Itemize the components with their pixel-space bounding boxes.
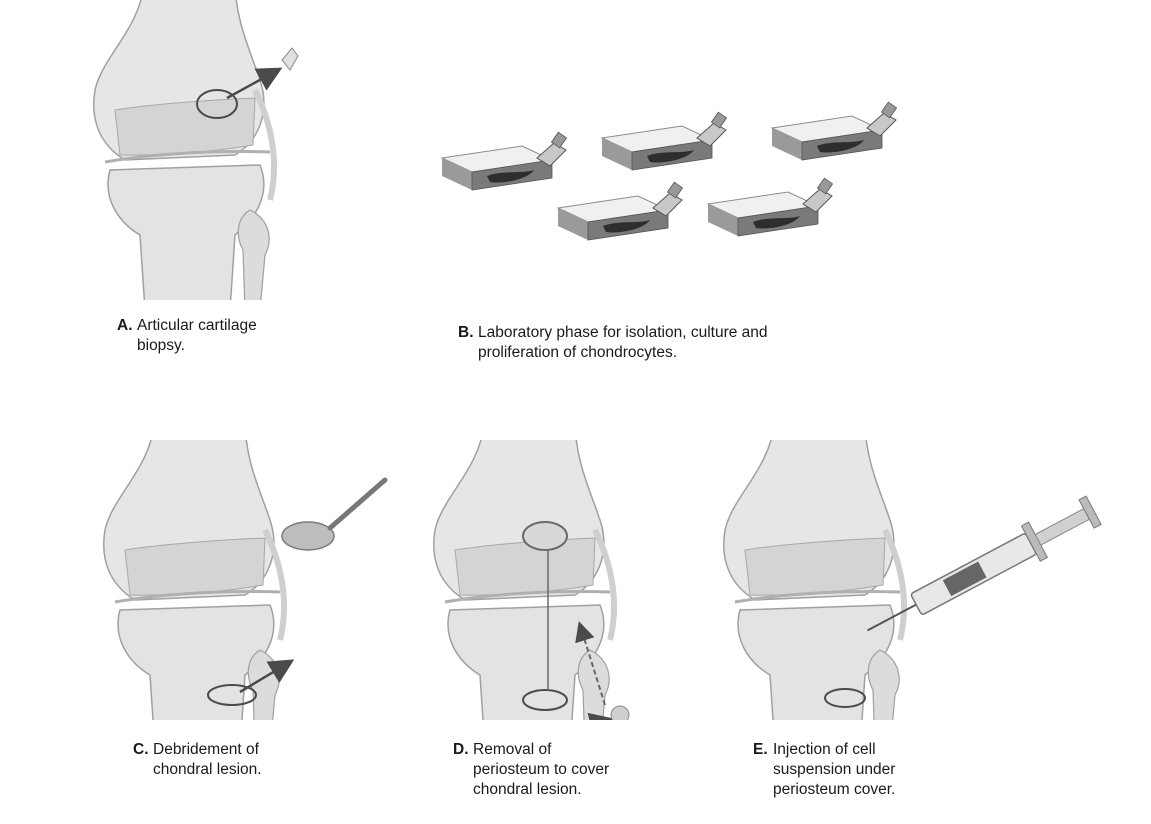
caption-line: chondral lesion. <box>453 780 609 800</box>
cartilage-sample <box>282 48 298 70</box>
caption-letter: D. <box>453 740 473 760</box>
cell-injection-illustration <box>700 440 1151 720</box>
caption-line: proliferation of chondrocytes. <box>458 343 768 363</box>
culture-dish <box>708 178 833 236</box>
culture-dish <box>602 112 727 170</box>
periosteum-sample <box>611 706 629 720</box>
caption-line: Debridement of <box>153 741 259 758</box>
caption-b: B.Laboratory phase for isolation, cultur… <box>458 323 768 363</box>
caption-line: periosteum to cover <box>453 760 609 780</box>
curette-icon <box>330 480 385 528</box>
periosteum-removal-illustration <box>400 440 730 720</box>
caption-letter: E. <box>753 740 773 760</box>
cell-culture-dishes-illustration <box>420 80 920 260</box>
culture-dish <box>558 182 683 240</box>
syringe-icon <box>858 493 1103 649</box>
caption-line: chondral lesion. <box>133 760 262 780</box>
caption-line: Removal of <box>473 741 551 758</box>
caption-line: Laboratory phase for isolation, culture … <box>478 324 768 341</box>
caption-e: E.Injection of cell suspension under per… <box>753 740 895 800</box>
caption-c: C.Debridement of chondral lesion. <box>133 740 262 780</box>
caption-letter: B. <box>458 323 478 343</box>
panel-b: B.Laboratory phase for isolation, cultur… <box>420 80 920 400</box>
panel-d: D.Removal of periosteum to cover chondra… <box>400 440 730 824</box>
caption-letter: A. <box>117 316 137 336</box>
caption-line: suspension under <box>753 760 895 780</box>
caption-line: periosteum cover. <box>753 780 895 800</box>
panel-c: C.Debridement of chondral lesion. <box>0 440 400 824</box>
culture-dish <box>772 102 897 160</box>
caption-a: A.Articular cartilage biopsy. <box>117 316 257 356</box>
lesion-tissue <box>282 522 334 550</box>
periosteum-patch <box>523 522 567 550</box>
panel-a: A.Articular cartilage biopsy. <box>0 0 320 400</box>
culture-dish <box>442 132 567 190</box>
knee-biopsy-illustration <box>0 0 320 300</box>
caption-line: biopsy. <box>117 336 257 356</box>
caption-letter: C. <box>133 740 153 760</box>
caption-d: D.Removal of periosteum to cover chondra… <box>453 740 609 800</box>
caption-line: Articular cartilage <box>137 317 257 334</box>
panel-e: E.Injection of cell suspension under per… <box>700 440 1151 824</box>
caption-line: Injection of cell <box>773 741 876 758</box>
debridement-illustration <box>0 440 400 720</box>
